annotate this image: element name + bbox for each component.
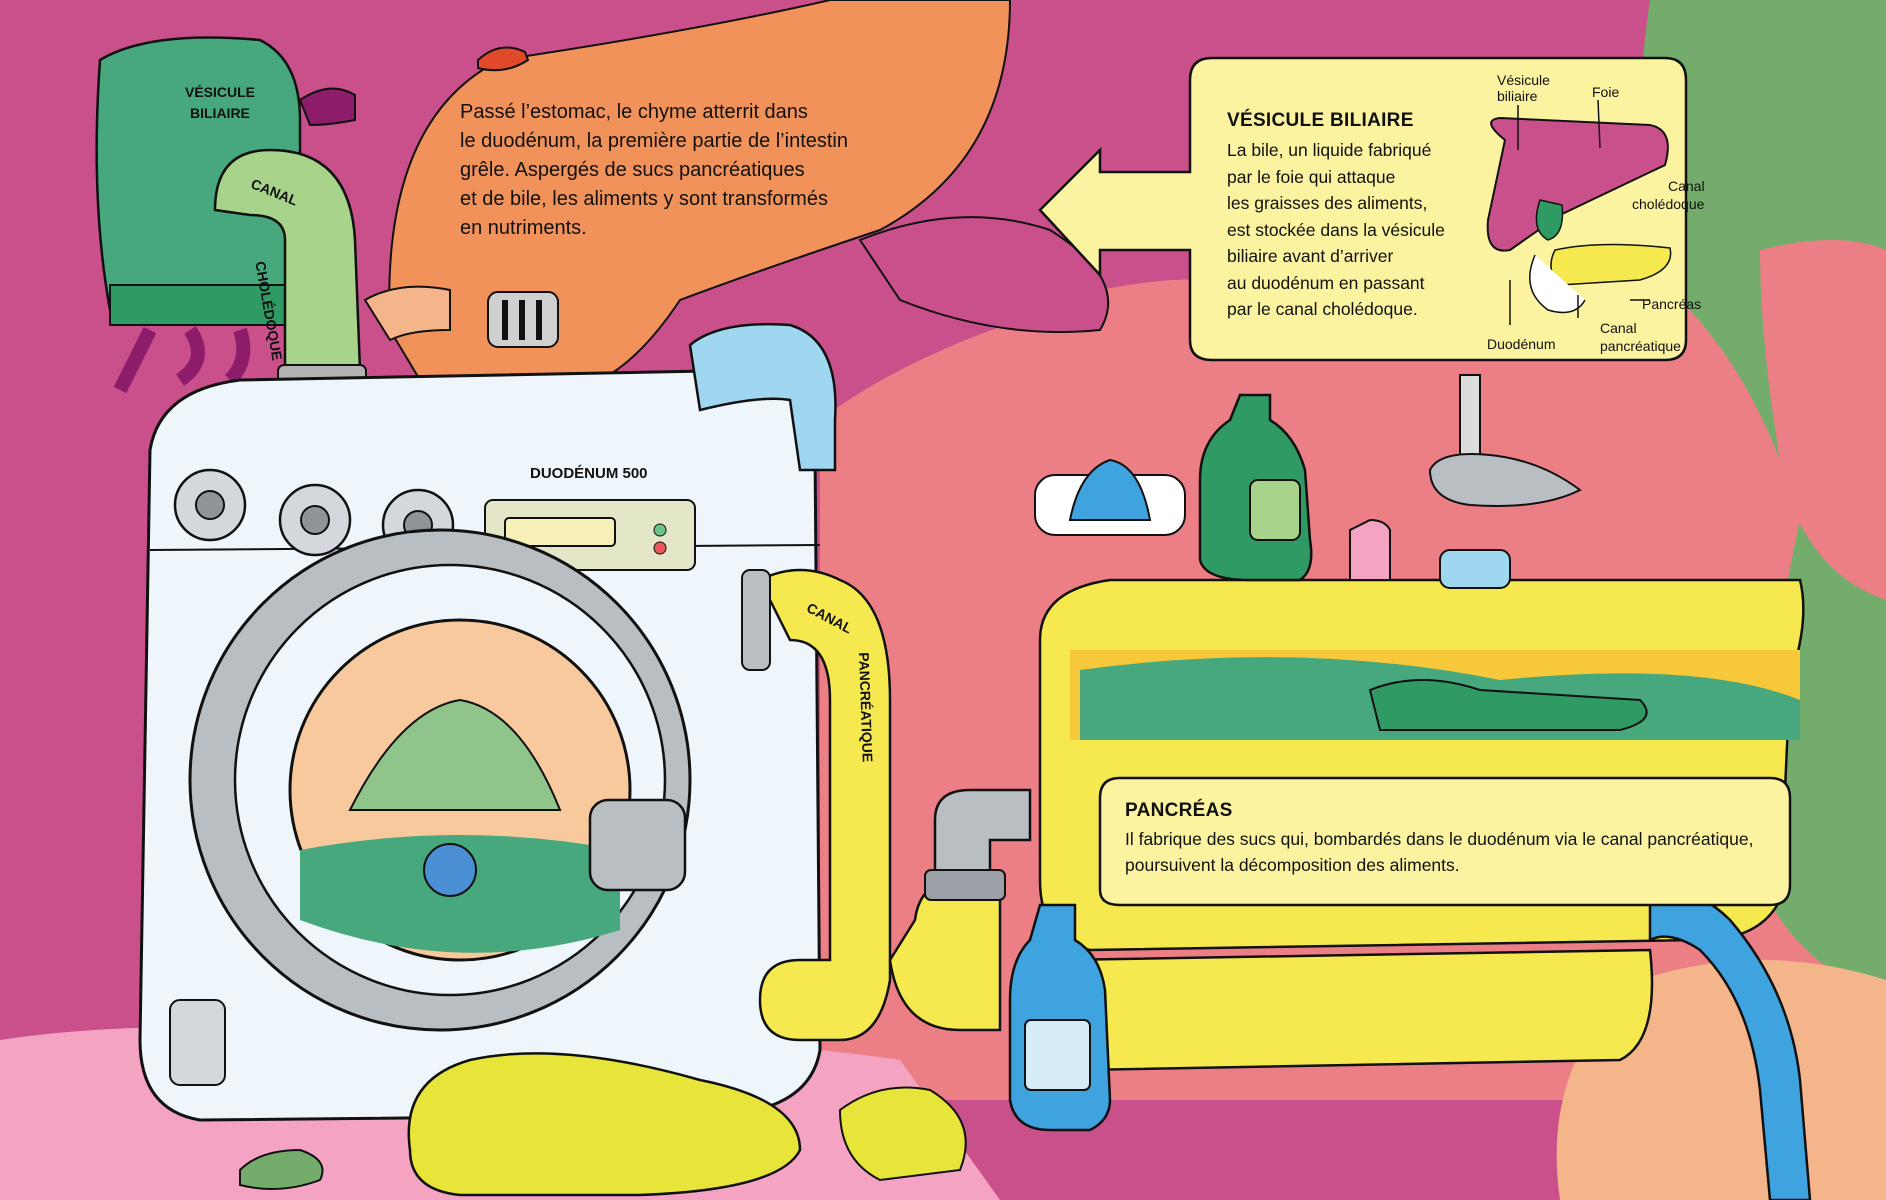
vesicule-info-line: biliaire avant d’arriver bbox=[1227, 246, 1394, 266]
door-handle bbox=[588, 798, 687, 892]
vesicule-info-title: VÉSICULE BILIAIRE bbox=[1227, 110, 1414, 131]
liver-diagram bbox=[1486, 116, 1669, 252]
stomach-shape bbox=[388, 0, 1012, 381]
vesicule-label-1: VÉSICULE bbox=[185, 84, 256, 100]
vesicule-info-line: par le canal cholédoque. bbox=[1227, 299, 1418, 319]
intro-line: en nutriments. bbox=[460, 217, 587, 239]
blue-drain-hose bbox=[1648, 892, 1812, 1200]
tub-bottom bbox=[1052, 948, 1654, 1072]
anatomy-pancreas: Pancréas bbox=[1642, 296, 1702, 312]
peach-pipe bbox=[363, 285, 451, 342]
anatomy-vesicule-1: Vésicule bbox=[1497, 72, 1550, 88]
intro-line: Passé l’estomac, le chyme atterrit dans bbox=[460, 101, 808, 123]
intro-line: et de bile, les aliments y sont transfor… bbox=[460, 188, 828, 210]
green-blob bbox=[239, 1148, 324, 1190]
grey-faucet-pipe bbox=[933, 788, 1032, 882]
salmon-lobe bbox=[1760, 240, 1886, 600]
vesicule-info-line: par le foie qui attaque bbox=[1227, 166, 1396, 187]
choledoque-pipe bbox=[213, 148, 362, 372]
intro-paragraph: Passé l’estomac, le chyme atterrit dans … bbox=[460, 98, 900, 243]
anatomy-choledoque-1: Canal bbox=[1668, 178, 1705, 194]
anatomy-vesicule-2: biliaire bbox=[1497, 88, 1538, 104]
vesicule-info-line: au duodénum en passant bbox=[1227, 272, 1425, 293]
anatomy-pancreatique-2: pancréatique bbox=[1600, 338, 1681, 354]
pancreas-info-box bbox=[1098, 776, 1792, 907]
pancreas-info-title: PANCRÉAS bbox=[1125, 800, 1233, 821]
anatomy-pancreatique-1: Canal bbox=[1600, 320, 1637, 336]
purple-pipe bbox=[298, 87, 356, 127]
blue-creature bbox=[1068, 458, 1152, 521]
pink-bottle bbox=[1349, 518, 1391, 581]
machine-foot-panel bbox=[169, 999, 226, 1086]
red-lips bbox=[477, 46, 530, 72]
vent-slots bbox=[502, 300, 542, 340]
vesicule-info-line: les graisses des aliments, bbox=[1227, 193, 1428, 213]
yellow-sock bbox=[838, 1086, 967, 1182]
pancreas-info-line: poursuivent la décomposition des aliment… bbox=[1125, 855, 1460, 875]
purple-pipes-bottom bbox=[113, 326, 251, 394]
pancreas-info-line: Il fabrique des sucs qui, bombardés dans… bbox=[1125, 829, 1754, 849]
duodenum-diagram bbox=[1529, 254, 1586, 314]
tap bbox=[1428, 453, 1582, 507]
gallbladder-body bbox=[95, 36, 302, 312]
magenta-bump bbox=[858, 216, 1110, 333]
duodenum-500-label: DUODÉNUM 500 bbox=[530, 465, 648, 482]
intro-line: grêle. Aspergés de sucs pancréatiques bbox=[460, 159, 805, 181]
blue-hose bbox=[688, 322, 837, 472]
vesicule-info-line: est stockée dans la vésicule bbox=[1227, 219, 1445, 240]
vesicule-label-2: BILIAIRE bbox=[190, 105, 250, 121]
pipe-clamp bbox=[741, 569, 771, 671]
pancreas-info-body: Il fabrique des sucs qui, bombardés dans… bbox=[1125, 826, 1753, 878]
pancreatic-pipe bbox=[758, 568, 892, 1042]
diver-figure bbox=[423, 843, 477, 897]
vesicule-info-line: La bile, un liquide fabriqué bbox=[1227, 140, 1432, 160]
intro-line: le duodénum, la première partie de l’int… bbox=[460, 130, 848, 152]
gallbladder-diagram bbox=[1535, 199, 1564, 241]
anatomy-duodenum: Duodénum bbox=[1487, 336, 1556, 352]
crocodile bbox=[1368, 679, 1648, 731]
blue-can bbox=[1439, 549, 1511, 589]
vesicule-info-body: La bile, un liquide fabriqué par le foie… bbox=[1227, 137, 1445, 323]
anatomy-choledoque-2: cholédoque bbox=[1632, 196, 1705, 212]
yellow-slug bbox=[407, 1052, 802, 1197]
anatomy-foie: Foie bbox=[1592, 84, 1620, 100]
drum-umbrella bbox=[348, 698, 562, 811]
